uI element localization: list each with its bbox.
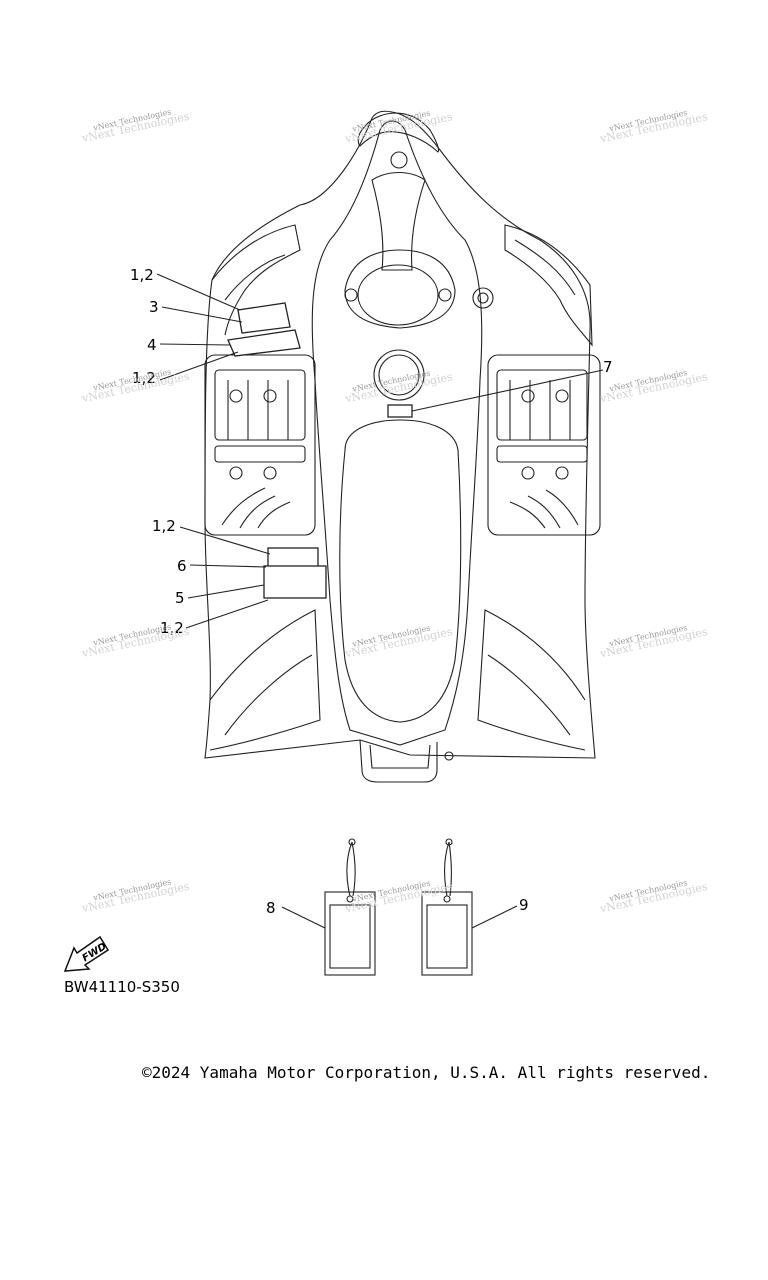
diagram-code: BW41110-S350 — [64, 978, 180, 996]
label-7 — [387, 404, 413, 418]
vehicle-outline — [204, 110, 601, 783]
hang-tag-8 — [281, 838, 376, 976]
labels-front-left — [227, 302, 301, 357]
labels-rear-left — [263, 547, 327, 599]
callout-4: 4 — [147, 336, 157, 354]
callout-1-2-a: 1,2 — [130, 266, 154, 284]
hang-tag-9 — [421, 838, 518, 976]
leader-lines — [156, 273, 604, 629]
callout-1-2-d: 1,2 — [160, 619, 184, 637]
watermarks: vNext Technologies vNext Technologies vN… — [80, 107, 709, 915]
callout-5: 5 — [175, 589, 185, 607]
callout-6: 6 — [177, 557, 187, 575]
callout-8: 8 — [266, 899, 276, 917]
callout-1-2-c: 1,2 — [152, 517, 176, 535]
callout-1-2-b: 1,2 — [132, 369, 156, 387]
callouts: 1,2 3 4 1,2 7 1,2 6 5 1,2 8 9 — [130, 266, 613, 917]
callout-3: 3 — [149, 298, 159, 316]
callout-9: 9 — [519, 896, 529, 914]
copyright-notice: ©2024 Yamaha Motor Corporation, U.S.A. A… — [142, 1063, 711, 1082]
fwd-arrow-icon: FWD — [63, 935, 110, 972]
callout-7: 7 — [603, 358, 613, 376]
